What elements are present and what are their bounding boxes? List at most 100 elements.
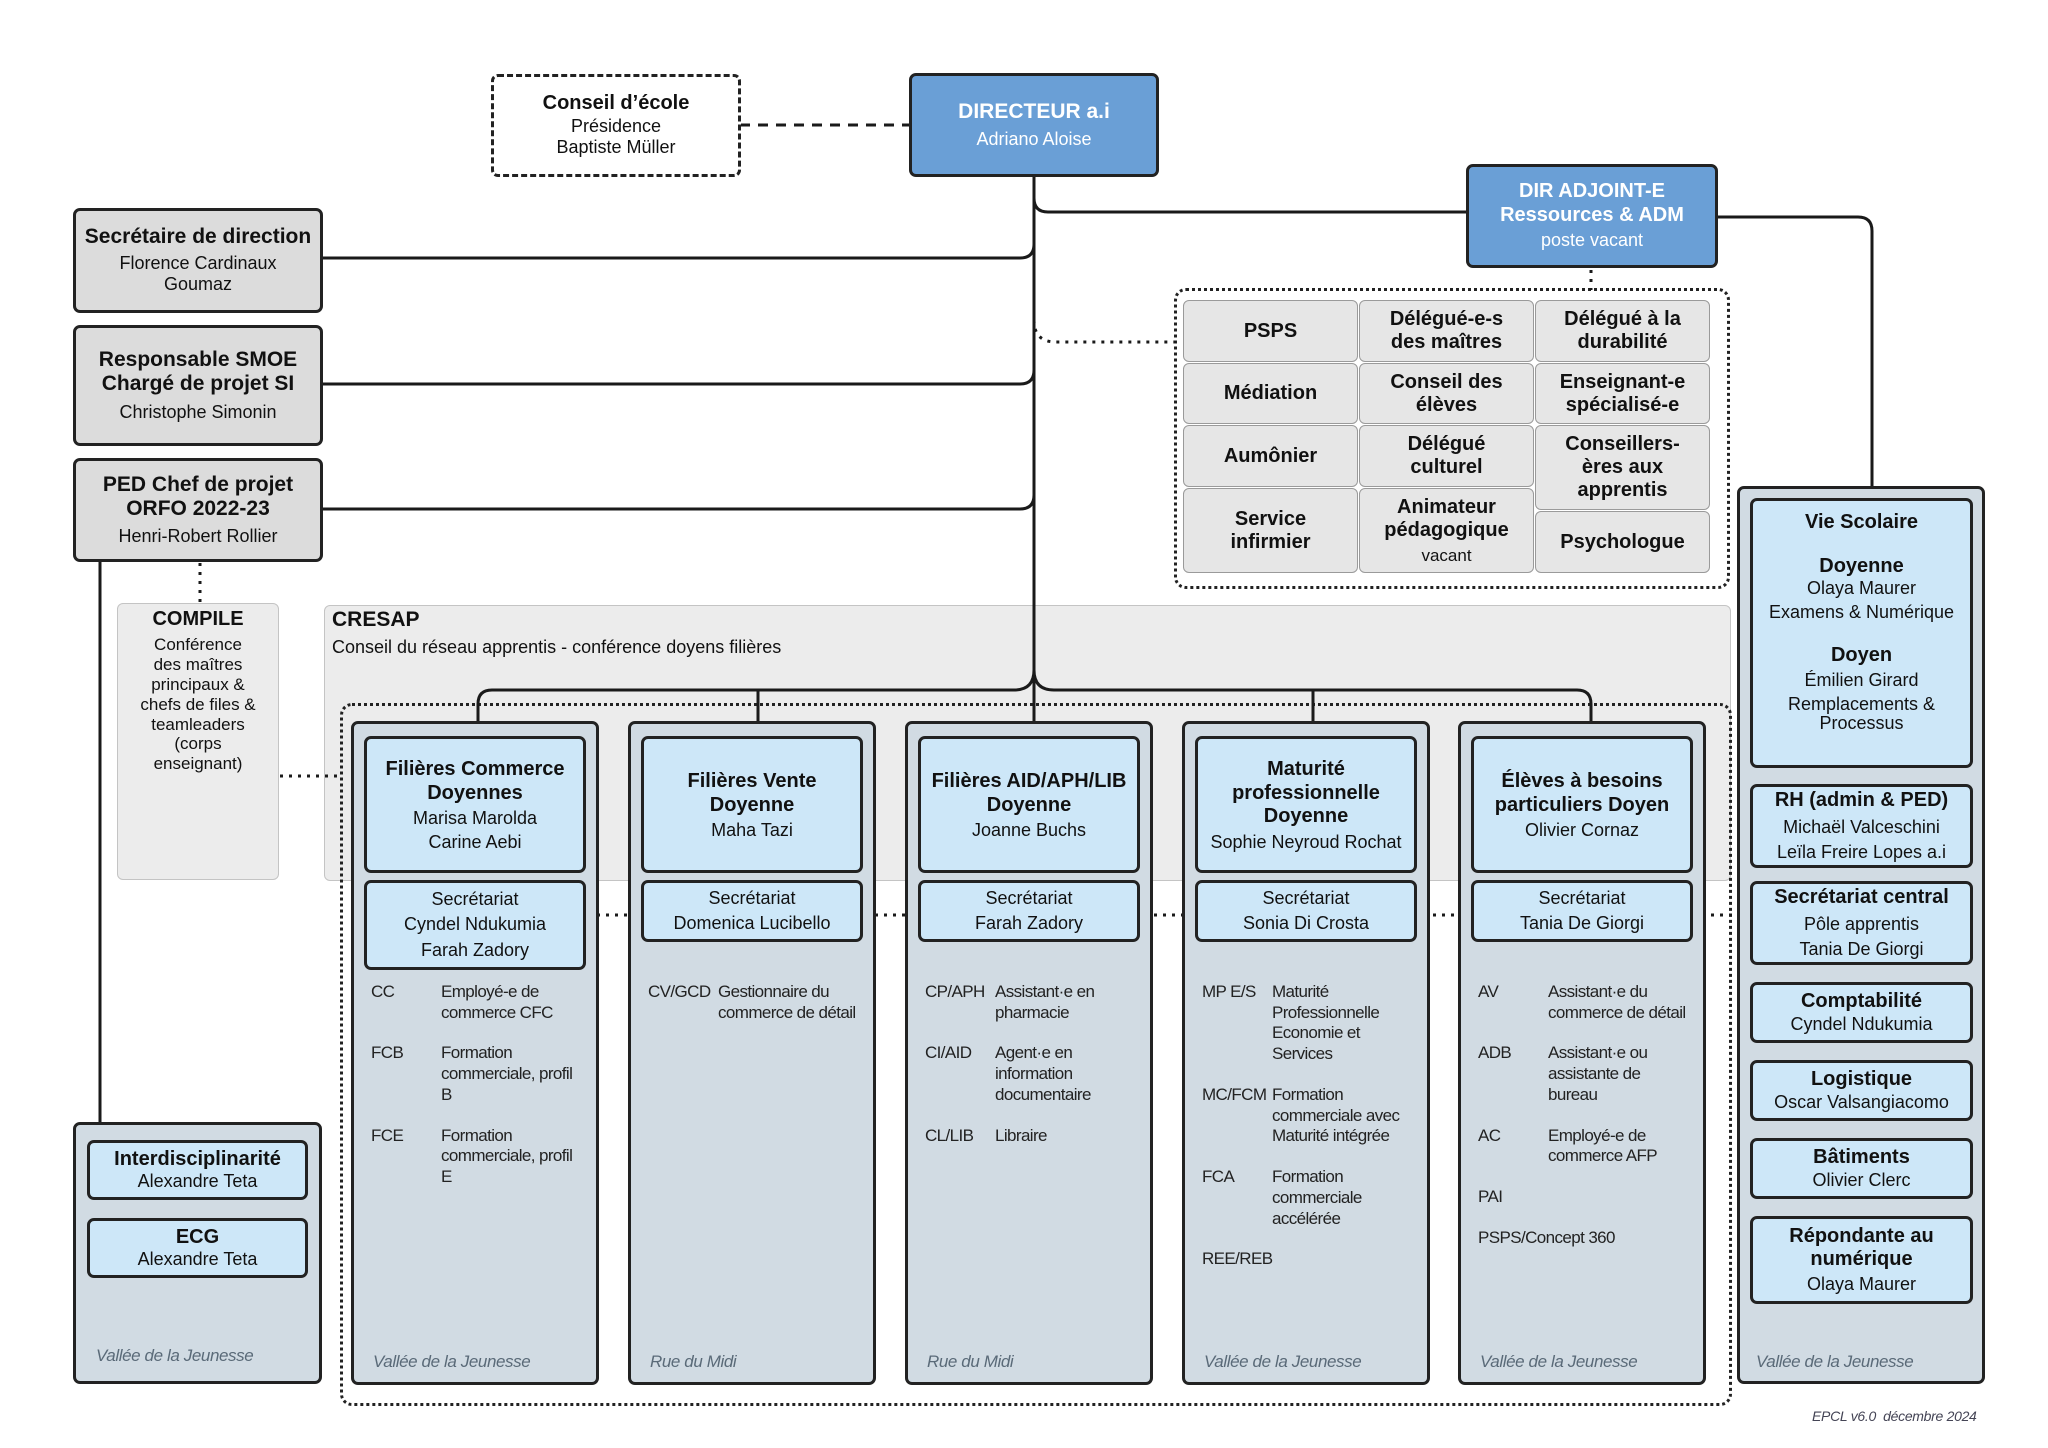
filiere-code: PSPS/Concept 360 xyxy=(1478,1227,1615,1247)
grid-cell-delegue-culturel: Délégué culturel xyxy=(1359,425,1534,487)
grid-cell-service-infirmier: Service infirmier xyxy=(1183,488,1358,573)
secretariat-title: Secrétariat xyxy=(985,887,1073,908)
grid-cell-durabilite: Délégué à la durabilité xyxy=(1535,300,1710,362)
filiere-code: CV/GCD xyxy=(648,982,711,1001)
filiere-code-row: CI/AID Agent·e en information documentair… xyxy=(925,1043,1150,1105)
secretaire-title: Secrétaire de direction xyxy=(84,225,312,249)
location-label: Vallée de la Jeunesse xyxy=(1480,1352,1638,1371)
grid-cell-delegues-maitres: Délégué-e-s des maîtres xyxy=(1359,300,1534,362)
bat-name: Olivier Clerc xyxy=(1812,1169,1911,1190)
filiere-code: PAI xyxy=(1478,1187,1503,1207)
secretariat-name: Tania De Giorgi xyxy=(1519,913,1645,933)
secretariat-title: Secrétariat xyxy=(1262,887,1350,908)
conseil-title: Conseil d’école xyxy=(542,92,690,115)
doyens-dotted-frame xyxy=(340,703,1732,1406)
secretaire-direction-box: Secrétaire de direction Florence Cardina… xyxy=(73,208,323,313)
vie-doyen-title: Doyen xyxy=(1830,643,1893,666)
compile-description: Conférence des maîtres principaux & chef… xyxy=(140,635,256,774)
filiere-description: Formation commerciale, profil B xyxy=(441,1043,573,1104)
ecg-box: ECG Alexandre Teta xyxy=(87,1218,308,1278)
right-group-location: Vallée de la Jeunesse xyxy=(1756,1352,1914,1371)
numerique-box: Répondante au numérique Olaya Maurer xyxy=(1750,1216,1973,1304)
seccentral-title: Secrétariat central xyxy=(1774,885,1949,908)
filiere-code: AV xyxy=(1478,982,1499,1001)
filiere-code: CL/LIB xyxy=(925,1125,974,1145)
dir-adjoint-box: DIR ADJOINT-E Ressources & ADM poste vac… xyxy=(1466,164,1718,268)
batiments-box: Bâtiments Olivier Clerc xyxy=(1750,1138,1973,1199)
num-name: Olaya Maurer xyxy=(1806,1273,1917,1294)
doyen-title: Maturité professionnelle Doyenne xyxy=(1232,758,1380,828)
logistique-box: Logistique Oscar Valsangiacomo xyxy=(1750,1060,1973,1121)
doyen-title: Filières Commerce Doyennes xyxy=(385,757,565,804)
conseil-line1: Présidence xyxy=(570,116,662,137)
inter-title: Interdisciplinarité xyxy=(114,1147,281,1170)
filiere-description: Assistant·e en pharmacie xyxy=(995,982,1095,1022)
vie-doyen-role: Remplacements & Processus xyxy=(1787,694,1936,734)
filiere-code: ADB xyxy=(1478,1043,1512,1063)
conseil-ecole-box: Conseil d’école Présidence Baptiste Müll… xyxy=(491,74,741,177)
filiere-code-row: ADB Assistant·e ou assistante de bureau xyxy=(1478,1043,1703,1105)
ped-line2: ORFO 2022-23 xyxy=(126,497,270,521)
vie-doyenne-role: Examens & Numérique xyxy=(1768,602,1955,623)
grid-cell-mediation: Médiation xyxy=(1183,363,1358,424)
filiere-code: CI/AID xyxy=(925,1043,972,1063)
filiere-description: Formation commerciale accélérée xyxy=(1272,1167,1362,1228)
directeur-title: DIRECTEUR a.i xyxy=(958,100,1110,123)
ecg-name: Alexandre Teta xyxy=(137,1249,258,1270)
compta-name: Cyndel Ndukumia xyxy=(1790,1013,1933,1034)
filiere-description: Formation commerciale avec Maturité inté… xyxy=(1272,1084,1400,1146)
filiere-code: REE/REB xyxy=(1202,1249,1273,1269)
grid-cell-conseillers-apprentis: Conseillers-ères aux apprentis xyxy=(1535,425,1710,510)
filiere-code-row: REE/REB xyxy=(1202,1249,1427,1270)
logi-title: Logistique xyxy=(1810,1068,1913,1091)
filiere-code-row: CV/GCD Gestionnaire du commerce de détail xyxy=(648,982,873,1023)
cresap-title: CRESAP xyxy=(332,608,420,631)
filiere-description: Formation commerciale, profil E xyxy=(441,1125,573,1187)
doyen-name: Joanne Buchs xyxy=(971,820,1087,841)
filiere-code: FCB xyxy=(371,1043,404,1063)
filiere-code: MP E/S xyxy=(1202,982,1256,1001)
filiere-description: Gestionnaire du commerce de détail xyxy=(718,982,856,1022)
interdisciplinarite-box: Interdisciplinarité Alexandre Teta xyxy=(87,1140,308,1200)
comptabilite-box: Comptabilité Cyndel Ndukumia xyxy=(1750,982,1973,1043)
smoe-line1: Responsable SMOE xyxy=(98,347,298,371)
adjoint-line2: Ressources & ADM xyxy=(1500,203,1684,226)
vie-scolaire-box: Vie Scolaire Doyenne Olaya Maurer Examen… xyxy=(1750,498,1973,768)
filiere-description: Assistant·e ou assistante de bureau xyxy=(1548,1043,1648,1104)
ped-line1: PED Chef de projet xyxy=(102,472,294,496)
doyen-name: Olivier Cornaz xyxy=(1524,820,1640,841)
filiere-code: MC/FCM xyxy=(1202,1084,1267,1104)
doyen-name: Marisa Marolda xyxy=(412,808,538,829)
secretariat-title: Secrétariat xyxy=(708,887,796,908)
doyen-name: Carine Aebi xyxy=(428,832,522,853)
ped-name: Henri-Robert Rollier xyxy=(118,526,278,547)
location-label: Rue du Midi xyxy=(650,1352,737,1371)
rh-name-1: Michaël Valceschini xyxy=(1783,816,1940,837)
ecg-title: ECG xyxy=(175,1225,220,1248)
filiere-description: Employé-e de commerce CFC xyxy=(441,982,553,1022)
filiere-description: Agent·e en information documentaire xyxy=(995,1043,1091,1104)
delegates-dotted-frame xyxy=(1174,288,1730,589)
smoe-name: Christophe Simonin xyxy=(119,402,277,423)
filiere-code-row: FCB Formation commerciale, profil B xyxy=(371,1043,596,1105)
compile-title: COMPILE xyxy=(152,608,244,630)
compile-box: COMPILE Conférence des maîtres principau… xyxy=(117,603,279,880)
vie-doyen-name: Émilien Girard xyxy=(1804,670,1919,691)
vie-doyenne-name: Olaya Maurer xyxy=(1806,578,1917,599)
